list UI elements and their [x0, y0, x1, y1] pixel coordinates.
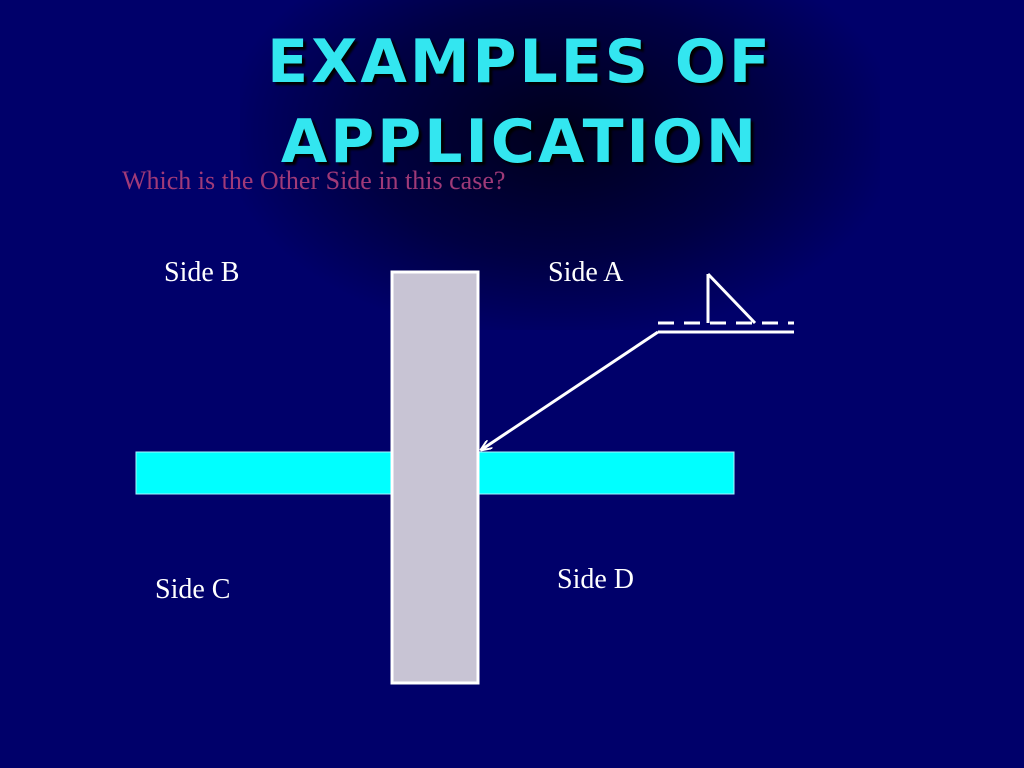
title-glow: [240, 0, 880, 330]
side-b-label: Side B: [164, 257, 240, 288]
question-text: Which is the Other Side in this case?: [122, 166, 506, 195]
side-c-label: Side C: [155, 574, 231, 605]
leader-arrow-icon: [481, 330, 659, 450]
vertical-plate: [390, 270, 480, 685]
side-a-label: Side A: [548, 257, 624, 288]
fillet-weld-symbol-icon: [706, 272, 757, 325]
slide-title: EXAMPLES OF APPLICATION: [267, 27, 773, 177]
side-d-label: Side D: [557, 564, 634, 595]
